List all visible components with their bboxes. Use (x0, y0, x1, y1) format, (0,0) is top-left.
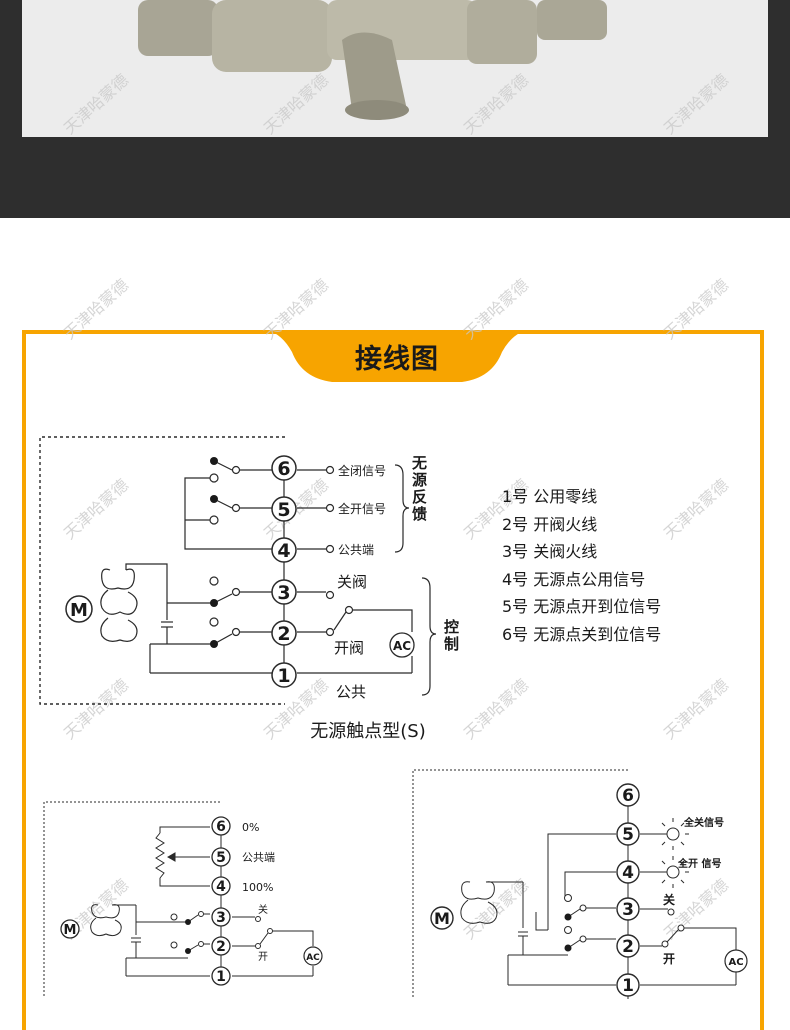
svg-text:天津哈蒙德: 天津哈蒙德 (660, 475, 732, 543)
svg-text:4: 4 (622, 863, 634, 883)
terminal-6: 6 (277, 458, 290, 480)
label-full-close-signal: 全关信号 (683, 816, 724, 829)
label-close: 关 (663, 892, 675, 907)
label-open-valve: 开阀 (334, 639, 364, 657)
svg-text:3: 3 (622, 900, 634, 920)
diagram-lamp-terminals: 6 5 4 3 2 1 (616, 783, 640, 997)
legend-item: 2号 开阀火线 (502, 514, 598, 534)
label-full-close-signal: 全闭信号 (338, 463, 386, 478)
label-open: 开 (663, 952, 675, 966)
svg-text:天津哈蒙德: 天津哈蒙德 (660, 275, 732, 343)
terminal-legend: 1号 公用零线 2号 开阀火线 3号 关阀火线 4号 无源点公用信号 5号 无源… (502, 483, 661, 649)
label-control: 控制 (442, 618, 460, 653)
svg-text:2: 2 (622, 937, 634, 957)
ac-label: AC (393, 639, 411, 653)
svg-text:天津哈蒙德: 天津哈蒙德 (460, 275, 532, 343)
svg-text:AC: AC (306, 953, 320, 963)
svg-text:1: 1 (622, 976, 634, 996)
label-common-end: 公共端 (242, 851, 275, 864)
label-full-open-signal: 全开信号 (338, 501, 386, 516)
svg-text:5: 5 (216, 850, 226, 866)
motor-symbol (60, 919, 80, 939)
diagram-caption: 无源触点型(S) (310, 721, 425, 742)
svg-text:5: 5 (622, 825, 634, 845)
svg-text:天津哈蒙德: 天津哈蒙德 (460, 675, 532, 743)
section-title: 接线图 (355, 344, 439, 375)
diagram-s-contacts (210, 457, 218, 648)
terminal-2: 2 (277, 623, 290, 645)
svg-text:天津哈蒙德: 天津哈蒙德 (660, 675, 732, 743)
legend-item: 3号 关阀火线 (502, 542, 598, 562)
legend-item: 4号 无源点公用信号 (502, 569, 646, 589)
ac-source (303, 946, 323, 966)
ac-source (389, 632, 415, 658)
motor-label: M (64, 923, 77, 938)
svg-text:天津哈蒙德: 天津哈蒙德 (460, 70, 532, 138)
signal-lamp-icon (657, 818, 689, 888)
title-tab (267, 330, 527, 382)
svg-text:天津哈蒙德: 天津哈蒙德 (60, 275, 132, 343)
label-100-percent: 100% (242, 881, 273, 894)
svg-text:2: 2 (216, 939, 226, 955)
legend-item: 6号 无源点关到位信号 (502, 624, 662, 644)
valve-photo-drawing (22, 0, 768, 137)
label-passive-feedback: 无源反馈 (410, 455, 428, 523)
terminal-3: 3 (277, 582, 290, 604)
motor-symbol (65, 595, 93, 623)
wiring-diagrams: 天津哈蒙德 天津哈蒙德 天津哈蒙德 天津哈蒙德 天津哈蒙德 天津哈蒙德 天津哈蒙… (39, 70, 748, 999)
product-photo (22, 0, 768, 137)
label-close-valve: 关阀 (337, 573, 367, 591)
label-common-end: 公共端 (338, 543, 374, 557)
svg-text:AC: AC (728, 957, 743, 968)
motor-symbol (430, 906, 454, 930)
svg-text:4: 4 (216, 879, 226, 895)
label-common: 公共 (336, 683, 366, 701)
label-0-percent: 0% (242, 821, 259, 834)
label-full-open-signal: 全开 信号 (677, 857, 721, 870)
diagram-lamp-signal (412, 769, 737, 999)
svg-text:天津哈蒙德: 天津哈蒙德 (660, 70, 732, 138)
terminal-4: 4 (277, 540, 290, 562)
svg-text:天津哈蒙德: 天津哈蒙德 (260, 275, 332, 343)
label-open: 开 (258, 952, 268, 963)
svg-text:6: 6 (622, 786, 634, 806)
diagram-s-terminals: 6 5 4 3 2 1 (271, 455, 297, 688)
svg-text:天津哈蒙德: 天津哈蒙德 (60, 675, 132, 743)
svg-text:3: 3 (216, 910, 226, 926)
terminal-1: 1 (277, 665, 290, 687)
svg-text:6: 6 (216, 819, 226, 835)
motor-label: M (434, 909, 450, 928)
label-close: 关 (258, 903, 268, 916)
diagram-pot-terminals: 6 5 4 3 2 1 (211, 816, 231, 986)
legend-item: 1号 公用零线 (502, 487, 598, 506)
ac-source (724, 949, 748, 973)
motor-label: M (70, 600, 88, 621)
svg-text:天津哈蒙德: 天津哈蒙德 (260, 70, 332, 138)
terminal-5: 5 (277, 499, 290, 521)
svg-text:天津哈蒙德: 天津哈蒙德 (60, 475, 132, 543)
svg-text:天津哈蒙德: 天津哈蒙德 (60, 70, 132, 138)
legend-item: 5号 无源点开到位信号 (502, 597, 662, 617)
svg-text:1: 1 (216, 969, 226, 985)
diagram-potentiometer (43, 801, 314, 996)
